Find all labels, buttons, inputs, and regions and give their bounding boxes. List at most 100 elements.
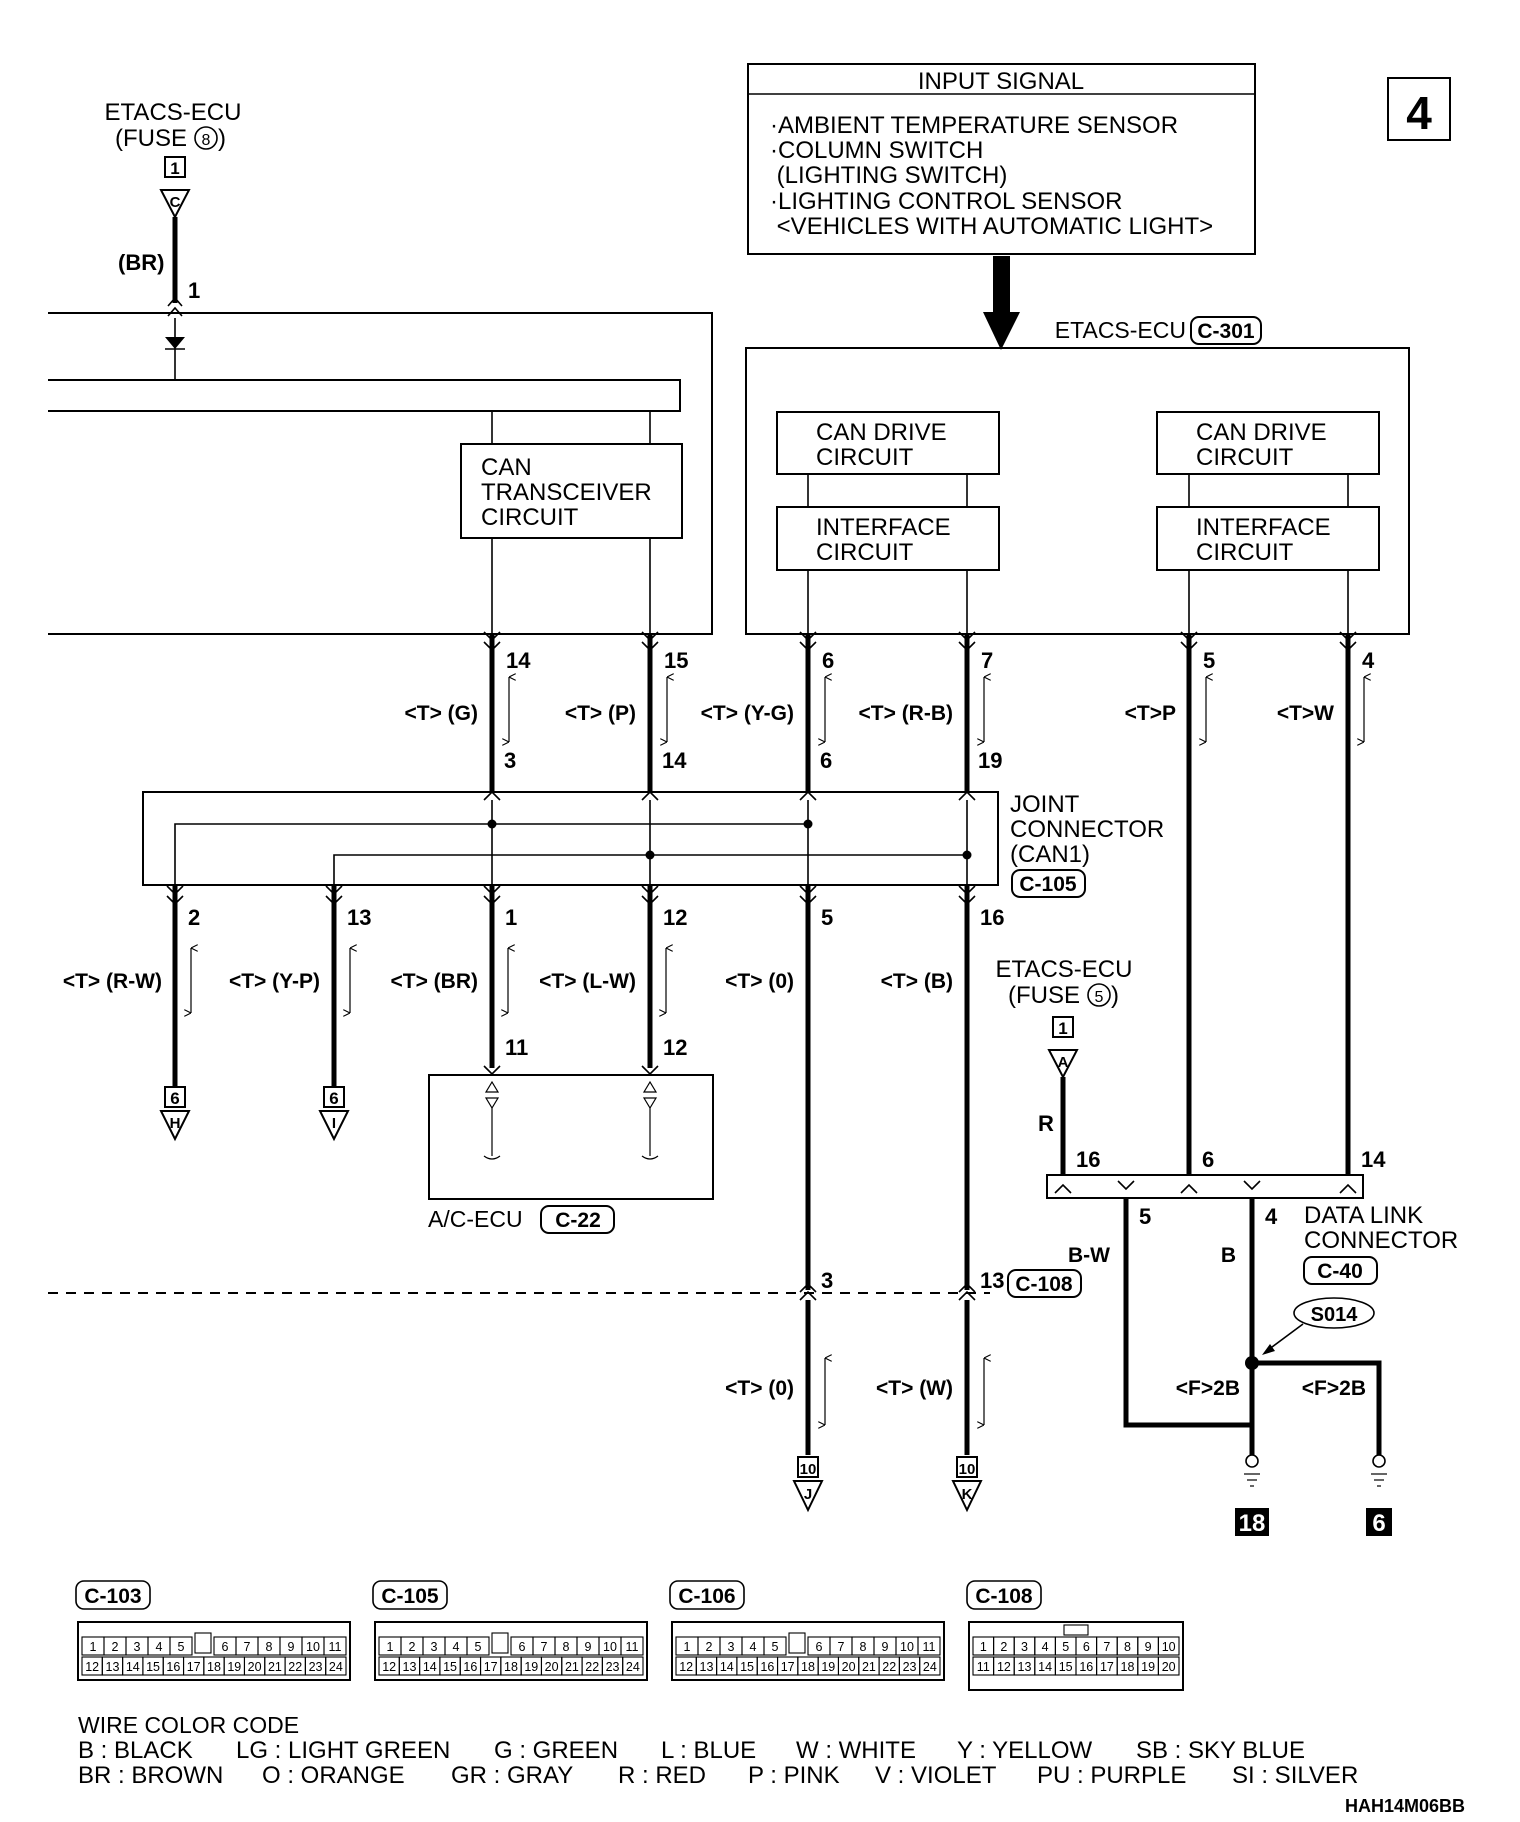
pin-number: 15 [443,1660,457,1674]
pin-number: 10 [1162,1640,1176,1654]
pin-number: 1 [90,1640,97,1654]
left-ecu-frame: CAN TRANSCEIVER CIRCUIT [48,312,713,635]
pin-number: 13 [1018,1660,1032,1674]
pin-number: 17 [187,1660,201,1674]
pin-number: 1 [684,1640,691,1654]
pin-number: 4 [156,1640,163,1654]
color-code-entry: W : WHITE [796,1737,916,1764]
joint-pin: 2 [188,905,200,930]
input-signal-line: <VEHICLES WITH AUTOMATIC LIGHT> [770,213,1213,240]
pin-number: 9 [585,1640,592,1654]
ecu-pin: 5 [1203,648,1215,673]
wire-color-label: <T> (W) [876,1377,953,1400]
pin-number: 4 [1042,1640,1049,1654]
terminal-letter: H [170,1115,181,1132]
pin-number: 6 [222,1640,229,1654]
terminal-num: 6 [170,1089,179,1108]
can-drive-label: CIRCUIT [816,444,914,471]
pin-number: 13 [700,1660,714,1674]
color-code-entry: B : BLACK [78,1737,193,1764]
pin-number: 11 [923,1640,936,1654]
inline-pin: 3 [821,1268,833,1293]
fuse-top-wire-color: (BR) [118,250,164,275]
terminal-letter: K [962,1486,973,1503]
pin-number: 23 [903,1660,917,1674]
ecu-pin: 15 [664,648,688,673]
joint-pin: 14 [662,748,687,773]
ac-ecu-pin: 12 [663,1035,687,1060]
terminal-num: 10 [959,1461,976,1478]
pin-number: 18 [1121,1660,1135,1674]
fuse-top-label: (FUSE [115,125,187,152]
pin-number: 14 [423,1660,437,1674]
pin-number: 20 [248,1660,262,1674]
terminal-num: 6 [329,1089,338,1108]
pin-number: 16 [760,1660,774,1674]
pin-number: 21 [862,1660,876,1674]
ecu-pin: 14 [506,648,531,673]
pin-number: 8 [563,1640,570,1654]
interface-label: CIRCUIT [816,539,914,566]
connector-view-name: C-108 [975,1585,1033,1608]
input-signal-line: ·LIGHTING CONTROL SENSOR [770,188,1122,215]
ground-number: 6 [1372,1510,1385,1537]
fuse-top-number-circle [194,126,218,150]
can-transceiver-label: TRANSCEIVER [481,479,652,506]
wire-color-label: <T> (0) [725,1377,794,1400]
ground-icon [1371,1454,1387,1487]
pin-number: 22 [585,1660,599,1674]
dlc-label: CONNECTOR [1304,1227,1458,1254]
pin-number: 3 [728,1640,735,1654]
color-code-entry: Y : YELLOW [957,1737,1093,1764]
pin-number: 16 [166,1660,180,1674]
fuse-right-close: ) [1111,982,1119,1009]
splice-dot [1245,1356,1259,1370]
pin-number: 2 [112,1640,119,1654]
pin-number: 7 [1103,1640,1110,1654]
pin-number: 24 [626,1660,640,1674]
joint-pin: 1 [505,905,517,930]
interface-label: CIRCUIT [1196,539,1294,566]
color-code-title: WIRE COLOR CODE [78,1712,299,1738]
pin-number: 18 [801,1660,815,1674]
pin-number: 20 [1162,1660,1176,1674]
joint-pin: 19 [978,748,1002,773]
ac-ecu-pin: 11 [505,1035,528,1060]
dlc-pin: 6 [1202,1147,1214,1172]
pin-number: 13 [403,1660,417,1674]
joint-pin: 3 [504,748,516,773]
pin-number: 23 [309,1660,323,1674]
fuse-top-ecu-label: ETACS-ECU [105,99,242,126]
can-drive-label: CAN DRIVE [1196,419,1327,446]
pin-number: 22 [288,1660,302,1674]
pin-number: 5 [475,1640,482,1654]
can-drive-label: CIRCUIT [1196,444,1294,471]
input-signal-box: INPUT SIGNAL ·AMBIENT TEMPERATURE SENSOR… [747,63,1256,255]
pin-number: 11 [977,1660,990,1674]
pin-number: 1 [980,1640,987,1654]
wire-color-label: <T> (R-W) [63,970,162,993]
figure-code: HAH14M06BB [1345,1796,1465,1816]
joint-pin: 13 [347,905,371,930]
joint-connector-label: (CAN1) [1010,841,1090,868]
pin-number: 11 [626,1640,639,1654]
pin-number: 21 [565,1660,579,1674]
pin-number: 16 [1079,1660,1093,1674]
pin-number: 12 [382,1660,396,1674]
can-transceiver-label: CAN [481,454,532,481]
pin-number: 8 [266,1640,273,1654]
color-code-entry: SB : SKY BLUE [1136,1737,1305,1764]
fuse-right-number-circle [1087,983,1111,1007]
pin-number: 6 [816,1640,823,1654]
pin-number: 7 [838,1640,845,1654]
pin-number: 5 [772,1640,779,1654]
pin-number: 2 [706,1640,713,1654]
pin-number: 15 [1059,1660,1073,1674]
fuse-right-label: (FUSE [1008,982,1080,1009]
pin-number: 11 [329,1640,342,1654]
joint-pin: 5 [821,905,833,930]
fuse-right: ETACS-ECU (FUSE 5 ) 1 A R [996,956,1132,1175]
pin-number: 13 [106,1660,120,1674]
